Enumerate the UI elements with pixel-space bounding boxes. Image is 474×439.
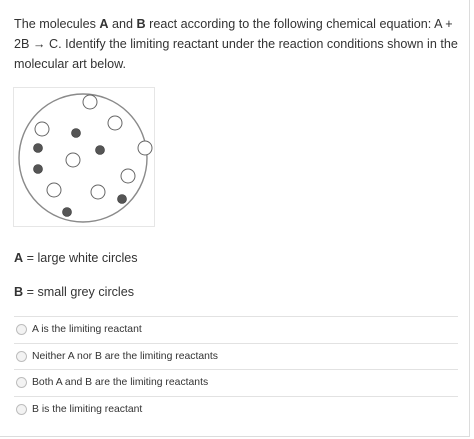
definition-a-text: = large white circles	[23, 251, 138, 265]
question-part-1: The molecules	[14, 17, 100, 31]
molecule-a	[82, 94, 98, 110]
molecular-art	[13, 87, 155, 227]
option-neither-limiting[interactable]: Neither A nor B are the limiting reactan…	[14, 342, 458, 370]
definition-a-symbol: A	[14, 251, 24, 265]
molecule-b-symbol: B	[136, 17, 146, 31]
option-b-limiting[interactable]: B is the limiting reactant	[14, 395, 458, 423]
question-text: The molecules A and B react according to…	[14, 14, 462, 74]
option-both-limiting[interactable]: Both A and B are the limiting reactants	[14, 369, 458, 396]
molecule-b	[95, 145, 105, 155]
molecule-b	[71, 128, 81, 138]
option-label: B is the limiting reactant	[32, 403, 143, 415]
molecule-a	[120, 168, 136, 184]
question-part-3: react according to the following chemica…	[14, 17, 458, 71]
container-circle	[18, 93, 148, 223]
option-label: A is the limiting reactant	[32, 324, 142, 336]
molecule-b	[33, 143, 43, 153]
molecule-b	[33, 164, 43, 174]
radio-button[interactable]	[16, 377, 27, 389]
molecule-a	[107, 115, 123, 131]
molecule-a	[137, 140, 153, 156]
radio-button[interactable]	[16, 403, 27, 415]
molecular-art-image	[18, 93, 153, 223]
option-a-limiting[interactable]: A is the limiting reactant	[14, 316, 458, 343]
definition-b-symbol: B	[14, 285, 24, 299]
radio-button[interactable]	[16, 324, 27, 336]
option-label: Both A and B are the limiting reactants	[32, 377, 209, 389]
molecule-b	[117, 194, 127, 204]
definition-b: B = small grey circles	[14, 285, 134, 299]
definition-a: A = large white circles	[14, 251, 138, 265]
option-label: Neither A nor B are the limiting reactan…	[32, 350, 218, 362]
question-part-2: and	[108, 17, 137, 31]
molecule-a	[90, 184, 106, 200]
molecule-a	[34, 121, 50, 137]
molecule-b	[62, 207, 72, 217]
molecule-a	[65, 152, 81, 168]
answer-options: A is the limiting reactant Neither A nor…	[14, 316, 458, 422]
radio-button[interactable]	[16, 350, 27, 362]
definition-b-text: = small grey circles	[23, 285, 135, 299]
molecule-a-symbol: A	[99, 17, 109, 31]
molecule-a	[46, 182, 62, 198]
